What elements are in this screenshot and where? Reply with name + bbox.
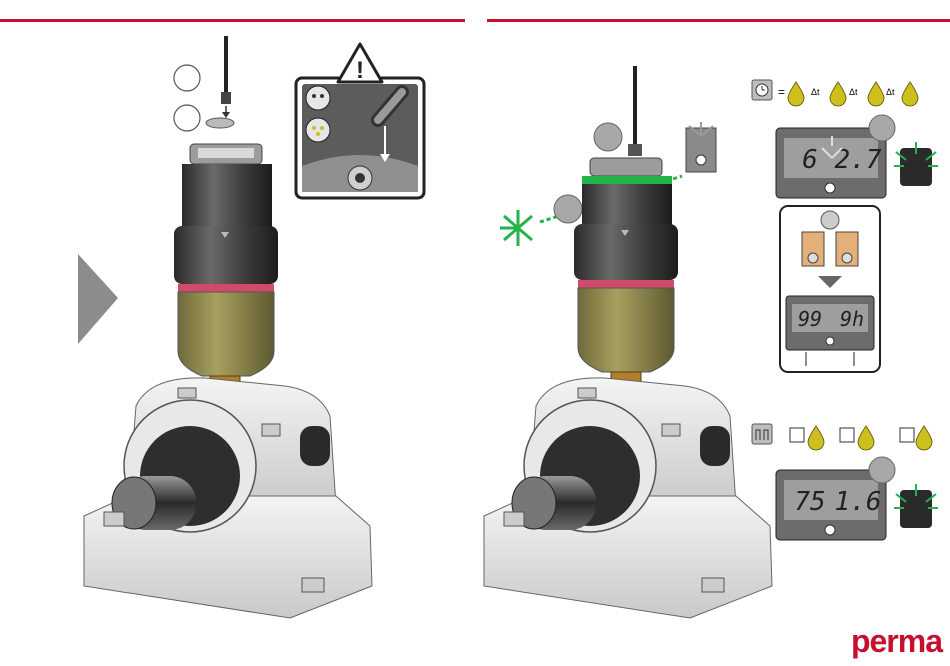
svg-text:9h: 9h	[840, 307, 864, 331]
oil-drop-icon	[916, 426, 932, 450]
oil-drop-icon	[868, 82, 884, 106]
oil-drop-icon	[902, 82, 918, 106]
step-marker-4	[554, 195, 582, 223]
pillow-block-bearing	[484, 378, 772, 618]
step-marker-5	[869, 115, 895, 141]
pillow-block-bearing	[84, 378, 372, 618]
right-header-rule	[487, 19, 950, 22]
warning-inset	[296, 78, 424, 198]
step-marker-3	[594, 123, 622, 151]
step-marker-6	[869, 457, 895, 483]
oil-drop-icon	[788, 82, 804, 106]
oil-drop-icon	[808, 426, 824, 450]
display-pulse: 75 1.6	[776, 470, 886, 540]
green-flash-icon	[500, 210, 532, 246]
pulse-icon	[752, 424, 772, 444]
step-marker-2	[174, 105, 200, 131]
formula-equals: =	[778, 85, 785, 99]
left-header-rule	[0, 19, 465, 22]
svg-text:75: 75	[794, 487, 825, 517]
lubricator-green-icon	[894, 484, 938, 528]
display-flash-icon	[686, 122, 716, 172]
oil-drop-icon	[830, 82, 846, 106]
delta-t-label: Δt	[886, 87, 895, 97]
delta-t-label: Δt	[849, 87, 858, 97]
right-panel: = Δt Δt Δt 6 2.7	[480, 26, 950, 666]
svg-text:6: 6	[802, 145, 818, 175]
lubricator-green-icon	[894, 142, 938, 186]
svg-text:99: 99	[798, 307, 822, 331]
display-time: 6 2.7	[776, 128, 886, 198]
delta-t-label: Δt	[811, 87, 820, 97]
display-hours: 99 9h	[786, 296, 874, 350]
left-panel: !	[0, 26, 480, 666]
step-marker-1	[174, 65, 200, 91]
lubricator-unit	[574, 158, 678, 392]
warning-icon: !	[338, 44, 382, 84]
lubricator-unit	[174, 144, 278, 396]
oil-drop-icon	[858, 426, 874, 450]
sensor-plug-icon	[206, 36, 234, 128]
svg-text:1.6: 1.6	[835, 487, 882, 517]
perma-logo: perma	[851, 623, 942, 660]
svg-text:!: !	[356, 57, 364, 84]
arrow-right-icon	[78, 254, 118, 344]
clock-icon	[752, 80, 772, 100]
formula-pulse-row	[808, 426, 932, 450]
